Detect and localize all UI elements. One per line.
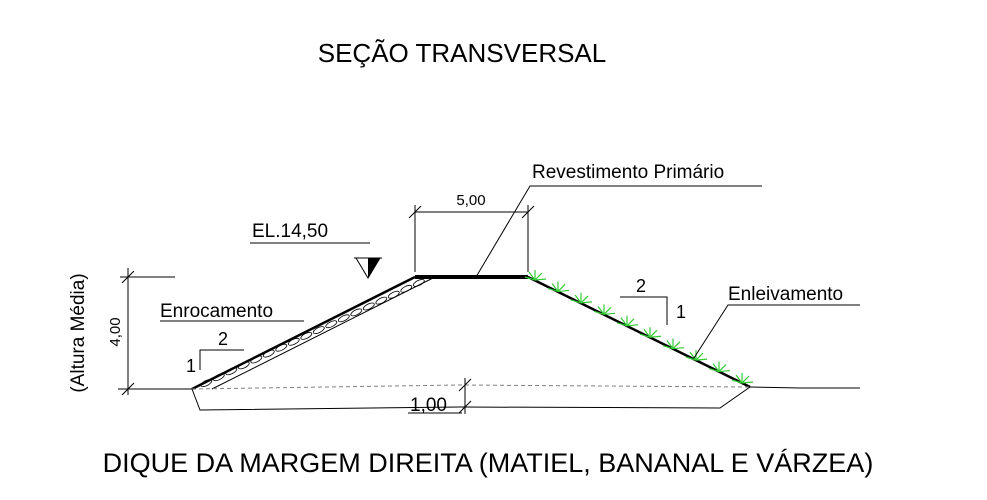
riprap-stone — [387, 290, 400, 299]
left-slope-h: 2 — [218, 329, 228, 349]
grass-tuft — [662, 338, 685, 350]
original-ground-dashed — [191, 384, 751, 390]
grass-tuft — [524, 270, 547, 281]
riprap-stone — [362, 302, 375, 311]
right-slope-h: 2 — [636, 276, 646, 296]
grass-tufts — [524, 270, 754, 384]
enleivamento-leader — [693, 304, 860, 359]
grass-tuft — [547, 281, 570, 293]
grass-tuft — [616, 315, 639, 327]
depth-dimension — [458, 378, 472, 414]
riprap-stone — [312, 326, 325, 335]
grass-tuft — [708, 361, 731, 373]
diagram-caption: DIQUE DA MARGEM DIREITA (MATIEL, BANANAL… — [103, 448, 874, 478]
crest-width-label: 5,00 — [456, 192, 485, 209]
depth-label: 1,00 — [410, 395, 447, 416]
riprap-stone — [350, 308, 363, 317]
grass-tuft — [685, 350, 708, 361]
crest-width-dimension — [408, 205, 535, 272]
left-slope-v: 1 — [186, 356, 196, 376]
enleivamento-label: Enleivamento — [728, 284, 843, 305]
grass-tuft — [593, 304, 616, 315]
riprap-stone — [237, 361, 250, 370]
riprap-stone — [300, 331, 313, 340]
left-slope-ratio — [199, 349, 244, 370]
water-level-triangle-fill — [368, 258, 380, 278]
riprap-stone — [287, 337, 300, 346]
grass-tuft — [731, 373, 754, 384]
riprap-stone — [337, 314, 350, 323]
riprap-stone — [212, 373, 225, 382]
riprap-stone — [412, 278, 425, 287]
dike-outline — [191, 276, 751, 390]
revestimento-leader — [475, 185, 762, 278]
right-slope-line — [527, 275, 751, 389]
riprap-stone — [200, 379, 213, 388]
diagram-title: SEÇÃO TRANSVERSAL — [318, 38, 607, 68]
riprap-stone — [375, 296, 388, 305]
riprap-stone — [400, 284, 413, 293]
right-slope-v: 1 — [676, 302, 686, 322]
height-note: (Altura Média) — [68, 273, 89, 392]
grass-tuft — [639, 327, 662, 338]
right-slope-ratio — [620, 296, 668, 325]
riprap-stone — [225, 367, 238, 376]
riprap-layer — [191, 275, 436, 391]
revestimento-label: Revestimento Primário — [532, 162, 724, 183]
elevation-label: EL.14,50 — [252, 221, 328, 242]
riprap-stone — [325, 320, 338, 329]
foundation-excavation — [191, 386, 751, 411]
riprap-stone — [275, 343, 288, 352]
height-label: 4,00 — [107, 317, 124, 346]
ground-line-right — [749, 386, 860, 389]
grass-tuft — [570, 292, 593, 304]
riprap-stone — [262, 349, 275, 358]
height-dimension — [120, 268, 175, 396]
riprap-stone — [250, 355, 263, 364]
enrocamento-label: Enrocamento — [160, 301, 273, 322]
